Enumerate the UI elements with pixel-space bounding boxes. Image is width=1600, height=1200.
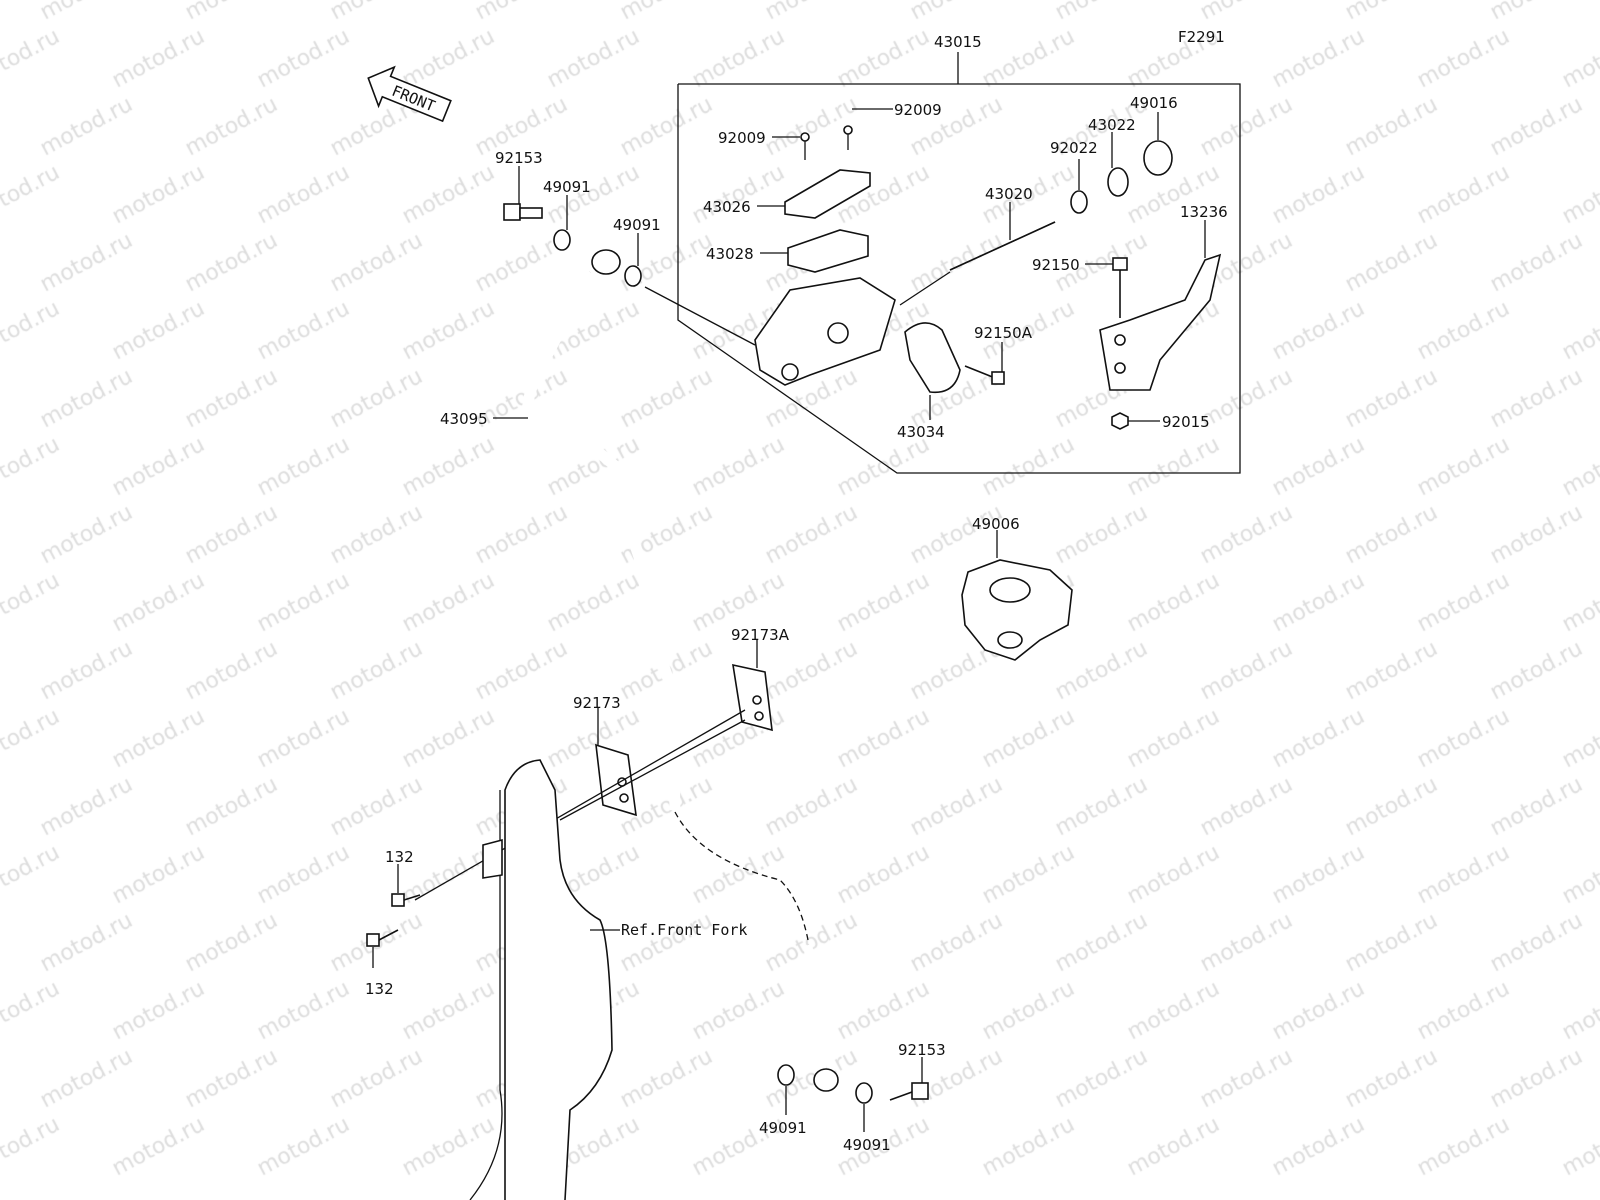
label-43015: 43015 <box>934 33 982 51</box>
pivot-bolt-92150 <box>1112 257 1128 318</box>
bolt-92150A <box>964 365 1005 385</box>
label-49091: 49091 <box>843 1136 891 1154</box>
label-43020: 43020 <box>985 185 1033 203</box>
label-92015: 92015 <box>1162 413 1210 431</box>
label-49091: 49091 <box>543 178 591 196</box>
label-92153: 92153 <box>898 1041 946 1059</box>
banjo-bolt-bottom <box>889 1082 929 1101</box>
figure-code: F2291 <box>1178 28 1225 46</box>
label-92150A: 92150A <box>974 324 1033 342</box>
label-92173: 92173 <box>573 694 621 712</box>
label-49091: 49091 <box>613 216 661 234</box>
front-arrow-icon: FRONT <box>367 65 452 123</box>
label-92009: 92009 <box>894 101 942 119</box>
piston-assembly <box>949 221 1056 271</box>
label-13236: 13236 <box>1180 203 1228 221</box>
front-fork-guard <box>469 759 613 1200</box>
label-43022: 43022 <box>1088 116 1136 134</box>
washer-92022 <box>1070 190 1088 214</box>
label-132: 132 <box>365 980 394 998</box>
label-49091: 49091 <box>759 1119 807 1137</box>
clutch-hose-43095 <box>522 249 839 1092</box>
label-92022: 92022 <box>1050 139 1098 157</box>
hose-clamp-92173A <box>732 663 773 732</box>
hose-clamp-92173 <box>595 743 637 817</box>
washer-49091 <box>855 1082 873 1104</box>
banjo-bolt-top <box>503 203 543 221</box>
label-92153: 92153 <box>495 149 543 167</box>
lever-cover-49006 <box>961 559 1073 661</box>
label-132: 132 <box>385 848 414 866</box>
nut-92015 <box>1111 412 1129 430</box>
label-49016: 49016 <box>1130 94 1178 112</box>
clutch-lever <box>1099 253 1222 391</box>
reservoir-cap <box>784 125 871 273</box>
clamp-43034 <box>904 322 961 394</box>
washer-49091 <box>553 229 571 251</box>
label-43095: 43095 <box>440 410 488 428</box>
ref-front-fork-note: Ref.Front Fork <box>621 921 747 939</box>
circlip-43022 <box>1107 167 1129 197</box>
label-92150: 92150 <box>1032 256 1080 274</box>
washer-49091 <box>624 265 642 287</box>
master-cylinder-body <box>754 277 896 386</box>
assembly-box <box>677 83 1241 474</box>
label-92173A: 92173A <box>731 626 790 644</box>
bolt-132 <box>366 893 421 947</box>
label-49006: 49006 <box>972 515 1020 533</box>
washer-49091 <box>777 1064 795 1086</box>
label-43026: 43026 <box>703 198 751 216</box>
boot-49016 <box>1143 140 1173 176</box>
label-43034: 43034 <box>897 423 945 441</box>
label-92009: 92009 <box>718 129 766 147</box>
label-43028: 43028 <box>706 245 754 263</box>
